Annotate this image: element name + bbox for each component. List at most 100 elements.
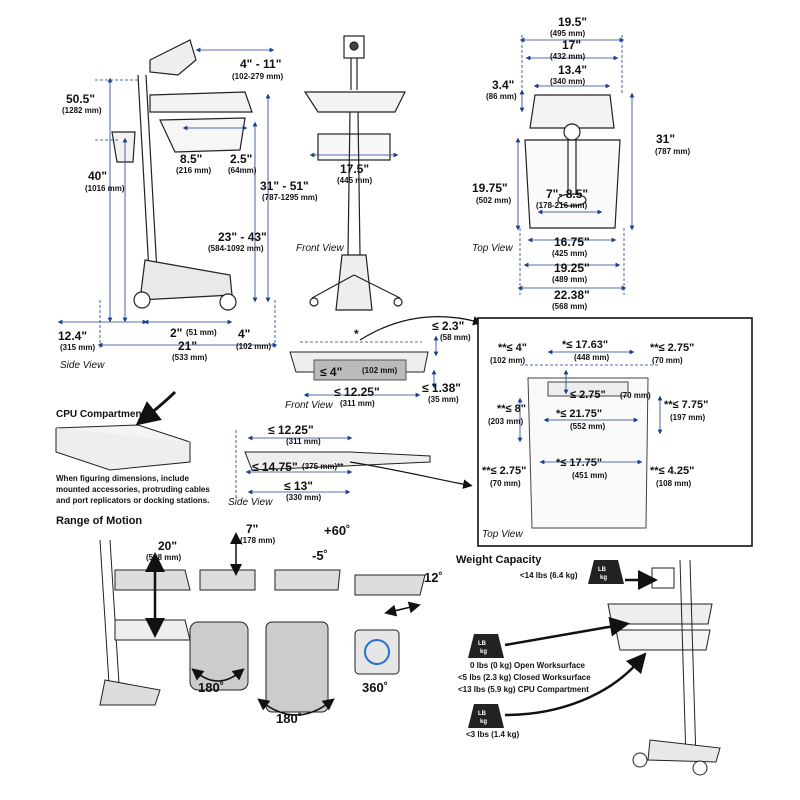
dim-19-25: 19.25" — [554, 261, 590, 275]
weight-badge-bot-lb: LB — [478, 711, 486, 717]
cpu-note-line-2: mounted accessories, protruding cables — [56, 485, 210, 494]
cpu-compartment-drawing — [55, 424, 191, 471]
weight-top-label: <14 lbs (6.4 kg) — [520, 571, 578, 580]
dim-19-5-mm: (495 mm) — [550, 29, 586, 38]
dim-le-2-3-mm: (58 mm) — [440, 333, 471, 342]
dim-19-5: 19.5" — [558, 15, 588, 29]
top-view-dimension-lines — [515, 35, 635, 295]
weight-arrows — [504, 570, 658, 717]
detail-dim-2-75b: ≤ 2.75" — [570, 389, 606, 401]
dim-7-8-5: 7"- 8.5" — [546, 187, 589, 201]
star-marker: * — [354, 327, 359, 341]
dim-31: 31" — [656, 132, 676, 146]
detail-dim-2-75c-mm: (70 mm) — [490, 479, 521, 488]
dim-le-12-25: ≤ 12.25" — [334, 385, 380, 399]
side-dim-le-14-75-mm: (375 mm)** — [302, 462, 344, 471]
dim-12-4: 12.4" — [58, 329, 88, 343]
dim-13-4: 13.4" — [558, 63, 588, 77]
rom-dim-20: 20" — [158, 539, 178, 553]
weight-middle-line-1: 0 lbs (0 kg) Open Worksurface — [470, 661, 585, 670]
rom-angle-minus-5: -5˚ — [312, 548, 328, 563]
dim-le-1-38-mm: (35 mm) — [428, 395, 459, 404]
side-dim-le-13-mm: (330 mm) — [286, 493, 322, 502]
worksurface-front-drawing — [289, 351, 429, 381]
rom-dim-7: 7" — [246, 522, 259, 536]
detail-dim-2-75a: **≤ 2.75" — [650, 342, 695, 354]
dim-31-51: 31" - 51" — [260, 179, 309, 193]
detail-dim-17-75: *≤ 17.75" — [556, 457, 603, 469]
worksurface-front-dims — [300, 335, 439, 398]
dim-3-4: 3.4" — [492, 78, 515, 92]
dim-16-75: 16.75" — [554, 235, 590, 249]
weight-middle-line-2: <5 lbs (2.3 kg) Closed Worksurface — [458, 673, 591, 682]
dim-12-4-mm: (315 mm) — [60, 343, 96, 352]
dim-50-5-mm: (1282 mm) — [62, 106, 102, 115]
detail-dim-4-mm: (102 mm) — [490, 356, 526, 365]
worksurface-side-dims — [235, 430, 353, 500]
front-view-caption: Front View — [296, 243, 344, 254]
ws-side-view-caption: Side View — [228, 497, 273, 508]
dim-16-75-mm: (425 mm) — [552, 249, 588, 258]
detail-top-view-caption: Top View — [482, 529, 523, 540]
dim-2-5-mm: (64mm) — [228, 166, 257, 175]
detail-dim-2-75c: **≤ 2.75" — [482, 465, 527, 477]
dim-2-mm: (51 mm) — [186, 328, 217, 337]
dim-31-51-mm: (787-1295 mm) — [262, 193, 318, 202]
dim-7-8-5-mm: (178-216 mm) — [536, 201, 588, 210]
dim-23-43: 23" - 43" — [218, 230, 267, 244]
weight-cart-drawing — [607, 559, 721, 776]
side-dim-le-13: ≤ 13" — [284, 479, 313, 493]
dim-le-4: ≤ 4" — [320, 365, 343, 379]
weight-badge-mid-kg: kg — [480, 649, 488, 655]
top-view-cart — [524, 94, 621, 229]
detail-dim-7-75-mm: (197 mm) — [670, 413, 706, 422]
rom-angle-12: 12˚ — [424, 570, 443, 585]
dim-23-43-mm: (584-1092 mm) — [208, 244, 264, 253]
dim-8-5: 8.5" — [180, 152, 203, 166]
detail-dim-4-25-mm: (108 mm) — [656, 479, 692, 488]
rom-angle-180b: 180˚ — [276, 711, 303, 726]
weight-capacity-title: Weight Capacity — [456, 554, 542, 566]
range-of-motion-drawings — [99, 539, 426, 713]
dim-le-1-38: ≤ 1.38" — [422, 381, 461, 395]
cpu-note-line-1: When figuring dimensions, include — [56, 474, 189, 483]
detail-dims — [517, 349, 663, 465]
detail-dim-2-75b-mm: (70 mm) — [620, 391, 651, 400]
detail-dim-2-75a-mm: (70 mm) — [652, 356, 683, 365]
pointer-arrow-to-detail — [359, 316, 483, 341]
side-dim-le-14-75: ≤ 14.75" — [252, 460, 298, 474]
side-dim-le-12-25-mm: (311 mm) — [286, 437, 321, 446]
cpu-note-line-3: and port replicators or docking stations… — [56, 496, 210, 505]
detail-dim-21-75: *≤ 21.75" — [556, 408, 603, 420]
detail-dim-17-63-mm: (448 mm) — [574, 353, 610, 362]
dim-19-25-mm: (489 mm) — [552, 275, 588, 284]
detail-dim-4-25: **≤ 4.25" — [650, 465, 695, 477]
dim-40-mm: (1016 mm) — [85, 184, 125, 193]
dim-4-mm: (102 mm) — [236, 342, 272, 351]
weight-middle-line-3: <13 lbs (5.9 kg) CPU Compartment — [458, 685, 589, 694]
weight-badge-top-kg: kg — [600, 575, 608, 581]
detail-dim-4: **≤ 4" — [498, 342, 527, 354]
dim-17-5: 17.5" — [340, 162, 370, 176]
top-view-caption: Top View — [472, 243, 513, 254]
detail-dim-7-75: **≤ 7.75" — [664, 399, 709, 411]
ws-front-view-caption: Front View — [285, 400, 333, 411]
detail-dim-21-75-mm: (552 mm) — [570, 422, 606, 431]
range-of-motion-title: Range of Motion — [56, 515, 143, 527]
detail-dim-8-mm: (203 mm) — [488, 417, 524, 426]
dim-4: 4" — [238, 327, 251, 341]
weight-bottom-label: <3 lbs (1.4 kg) — [466, 730, 520, 739]
rom-angle-360: 360˚ — [362, 680, 389, 695]
cpu-pointer-arrow — [135, 390, 177, 426]
detail-dim-17-75-mm: (451 mm) — [572, 471, 608, 480]
weight-badge-bot-kg: kg — [480, 719, 488, 725]
dim-17-mm: (432 mm) — [550, 52, 586, 61]
dim-40: 40" — [88, 169, 108, 183]
rom-angle-plus-60: +60˚ — [324, 523, 351, 538]
dim-19-75: 19.75" — [472, 181, 508, 195]
dim-22-38: 22.38" — [554, 288, 590, 302]
dim-8-5-mm: (216 mm) — [176, 166, 212, 175]
dim-2-5: 2.5" — [230, 152, 253, 166]
